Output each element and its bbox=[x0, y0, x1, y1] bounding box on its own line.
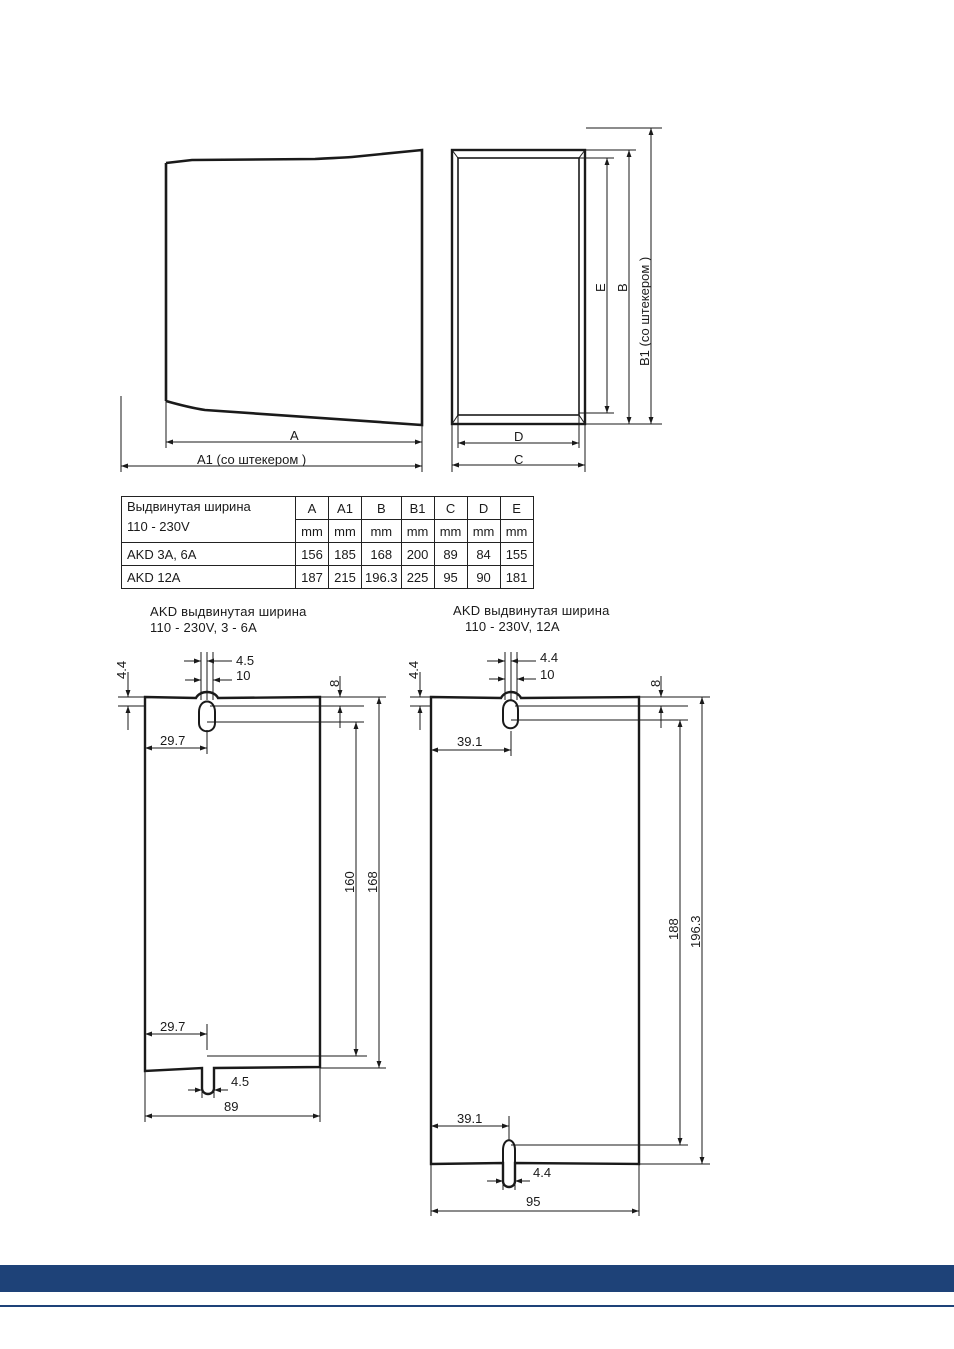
cell-value: 90 bbox=[466, 565, 501, 589]
table-row: AKD 3A, 6A 156 185 168 200 89 84 155 bbox=[121, 542, 534, 566]
cell-value: 181 bbox=[499, 565, 534, 589]
right-dim-width: 95 bbox=[526, 1194, 540, 1209]
cell-value: 95 bbox=[433, 565, 468, 589]
col-header-b1: B1 bbox=[400, 496, 435, 520]
cell-value: 187 bbox=[295, 565, 329, 589]
right-dim-height: 196.3 bbox=[688, 915, 703, 948]
label-a1: A1 (со штекером ) bbox=[197, 452, 306, 467]
right-mounting-view bbox=[410, 652, 710, 1216]
table-header-label-cell: Выдвинутая ширина 110 - 230V bbox=[121, 496, 296, 543]
unit-cell: mm bbox=[295, 519, 329, 543]
right-keyhole bbox=[502, 699, 519, 730]
left-caption-line1: AKD выдвинутая ширина bbox=[150, 604, 307, 619]
label-b1: B1 (со штекером ) bbox=[637, 257, 652, 366]
col-header-a: A bbox=[295, 496, 329, 520]
label-b: B bbox=[615, 283, 630, 292]
col-header-e: E bbox=[499, 496, 534, 520]
row-name: AKD 12A bbox=[121, 565, 296, 589]
cell-value: 84 bbox=[466, 542, 501, 566]
left-dim-slot-w: 4.5 bbox=[236, 653, 254, 668]
label-d: D bbox=[514, 429, 523, 444]
col-header-d: D bbox=[466, 496, 501, 520]
left-dim-height: 168 bbox=[365, 871, 380, 893]
col-header-c: C bbox=[433, 496, 468, 520]
label-c: C bbox=[514, 452, 523, 467]
table-header-voltage: 110 - 230V bbox=[127, 519, 190, 534]
right-dim-hole-span: 188 bbox=[666, 918, 681, 940]
right-dim-x-top: 39.1 bbox=[457, 734, 482, 749]
front-view-inner bbox=[457, 157, 580, 416]
table-header-label: Выдвинутая ширина bbox=[127, 499, 251, 514]
left-dim-hole-span: 160 bbox=[342, 871, 357, 893]
cell-value: 168 bbox=[361, 542, 402, 566]
left-dim-x-bottom: 29.7 bbox=[160, 1019, 185, 1034]
label-a: A bbox=[290, 428, 299, 443]
cell-value: 196.3 bbox=[361, 565, 402, 589]
right-dim-v-top: 4.4 bbox=[406, 661, 421, 679]
dimensions-table: Выдвинутая ширина 110 - 230V A A1 B B1 C… bbox=[121, 496, 534, 589]
right-dim-slot-h: 10 bbox=[540, 667, 554, 682]
row-name: AKD 3A, 6A bbox=[121, 542, 296, 566]
front-view-outer bbox=[450, 148, 587, 426]
right-dim-x-bottom: 39.1 bbox=[457, 1111, 482, 1126]
footer-band bbox=[0, 1265, 954, 1292]
col-header-a1: A1 bbox=[328, 496, 362, 520]
side-view bbox=[120, 148, 424, 472]
left-keyhole bbox=[198, 700, 216, 733]
left-dim-width: 89 bbox=[224, 1099, 238, 1114]
cell-value: 200 bbox=[400, 542, 435, 566]
left-mounting-view bbox=[118, 652, 386, 1122]
unit-cell: mm bbox=[433, 519, 468, 543]
left-caption: AKD выдвинутая ширина 110 - 230V, 3 - 6A bbox=[150, 604, 307, 636]
footer-rule bbox=[0, 1305, 954, 1307]
cell-value: 156 bbox=[295, 542, 329, 566]
left-dim-slot-h: 10 bbox=[236, 668, 250, 683]
right-dim-offset-top: 8 bbox=[648, 680, 663, 687]
left-dim-offset-top: 8 bbox=[327, 680, 342, 687]
right-dim-slot-w: 4.4 bbox=[540, 650, 558, 665]
cell-value: 185 bbox=[328, 542, 362, 566]
cell-value: 155 bbox=[499, 542, 534, 566]
unit-cell: mm bbox=[328, 519, 362, 543]
right-dim-bottom-slot: 4.4 bbox=[533, 1165, 551, 1180]
cell-value: 215 bbox=[328, 565, 362, 589]
right-caption: AKD выдвинутая ширина 110 - 230V, 12A bbox=[453, 603, 610, 635]
right-bottom-keyhole bbox=[502, 1139, 516, 1163]
left-dim-bottom-slot: 4.5 bbox=[231, 1074, 249, 1089]
table-row: AKD 12A 187 215 196.3 225 95 90 181 bbox=[121, 565, 534, 589]
front-view bbox=[450, 127, 662, 472]
unit-cell: mm bbox=[400, 519, 435, 543]
right-caption-line1: AKD выдвинутая ширина bbox=[453, 603, 610, 618]
cell-value: 225 bbox=[400, 565, 435, 589]
unit-cell: mm bbox=[361, 519, 402, 543]
left-dim-v-top: 4.4 bbox=[114, 661, 129, 679]
unit-cell: mm bbox=[466, 519, 501, 543]
right-caption-line2: 110 - 230V, 12A bbox=[465, 619, 560, 634]
label-e: E bbox=[593, 283, 608, 292]
col-header-b: B bbox=[361, 496, 402, 520]
left-dim-x-top: 29.7 bbox=[160, 733, 185, 748]
cell-value: 89 bbox=[433, 542, 468, 566]
left-caption-line2: 110 - 230V, 3 - 6A bbox=[150, 620, 257, 635]
unit-cell: mm bbox=[499, 519, 534, 543]
table-header-row: Выдвинутая ширина 110 - 230V A A1 B B1 C… bbox=[121, 496, 534, 543]
side-view-outline bbox=[164, 148, 424, 427]
